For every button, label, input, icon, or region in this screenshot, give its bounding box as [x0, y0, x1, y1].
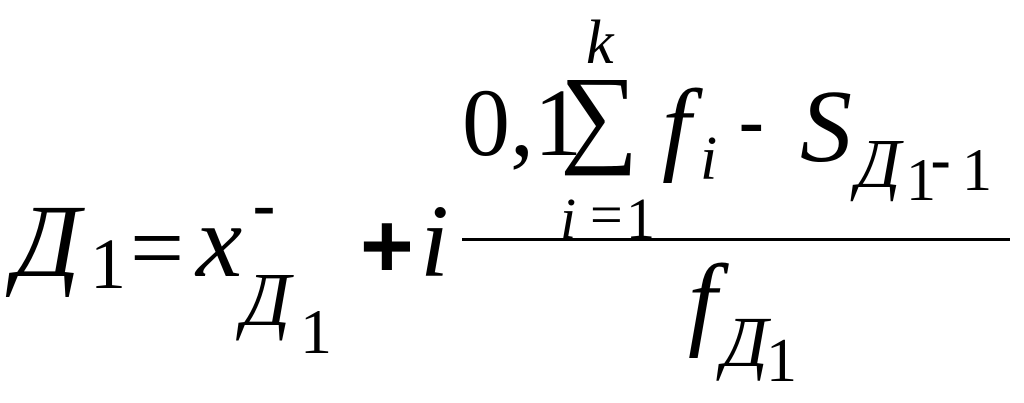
x-variable: x: [196, 184, 243, 299]
x-subscript-index: 1: [300, 296, 332, 367]
numerator-minus-sign: -: [738, 77, 765, 166]
subtrahend-subscript-index: 1: [906, 147, 936, 213]
subtrahend-subscript-symbol: Д: [856, 126, 901, 203]
denominator-subscript-index: 1: [766, 327, 797, 395]
fraction-bar: [462, 238, 1010, 241]
summation-upper-limit: k: [586, 9, 614, 77]
denominator-subscript-symbol: Д: [722, 302, 768, 382]
summation-lower-equals: =: [590, 182, 623, 247]
summation-lower-start: 1: [626, 186, 655, 251]
denominator-variable: f: [688, 244, 717, 359]
term-variable: f: [662, 69, 691, 184]
lhs-subscript: 1: [90, 224, 126, 304]
interval-variable: i: [420, 184, 449, 299]
subtrahend-variable: S: [800, 69, 852, 184]
numerator-coefficient: 0,1: [462, 69, 582, 176]
equals-sign: =: [130, 194, 185, 301]
x-subscript-symbol: Д: [242, 258, 291, 342]
term-subscript: i: [700, 125, 718, 193]
summation-symbol: ∑: [560, 54, 639, 176]
summation-lower-index: i: [560, 186, 577, 251]
subtrahend-subscript-minus: -: [930, 124, 952, 196]
lhs-symbol: Д: [14, 184, 81, 299]
plus-sign: +: [360, 195, 414, 297]
subtrahend-subscript-offset: 1: [962, 137, 992, 203]
x-bar-mark: -: [252, 166, 276, 246]
